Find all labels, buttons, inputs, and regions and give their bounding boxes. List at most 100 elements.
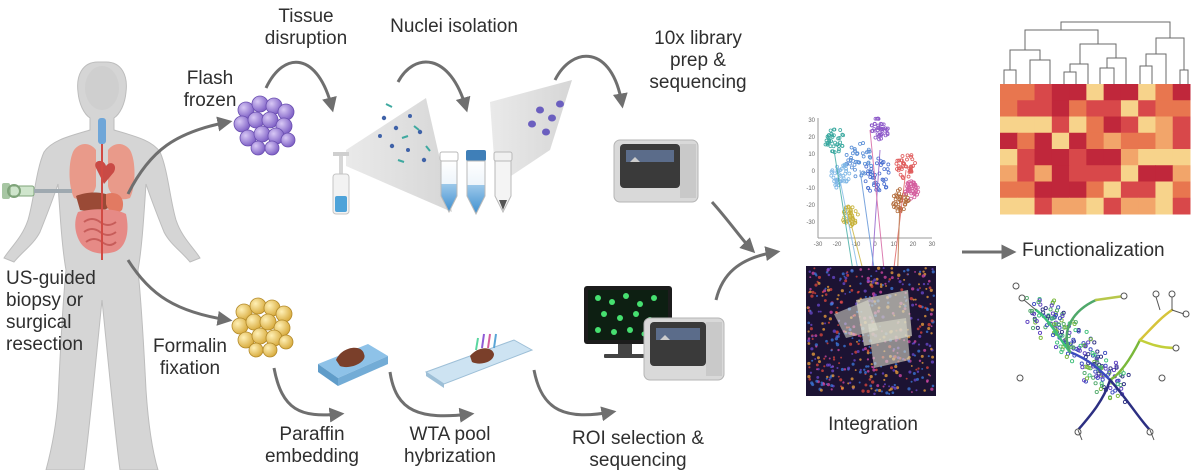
tissue-cell-dot (821, 294, 824, 297)
tissue-cell-dot (809, 371, 813, 374)
heatmap-cell (1069, 181, 1087, 199)
slide-icon (424, 333, 534, 388)
tissue-cell-dot (815, 379, 819, 383)
formalin-line-1: Formalin (153, 336, 227, 357)
trajectory-point (1095, 349, 1100, 354)
tissue-cell-dot (867, 268, 870, 271)
tissue-cell-dot (808, 366, 811, 369)
tissue-cell-dot (873, 278, 877, 282)
tissue-cell-dot (832, 275, 836, 280)
umap-point (882, 167, 887, 172)
trajectory-point (1056, 322, 1061, 327)
tissue-cell-dot (845, 272, 848, 275)
umap-point (905, 153, 910, 158)
heatmap-cell (1120, 100, 1139, 117)
tissue-cell-dot (832, 356, 836, 359)
umap-point (838, 140, 843, 145)
umap-point (880, 132, 884, 136)
tissue-cell-dot (822, 327, 826, 331)
tissue-cell-dot (882, 385, 885, 388)
tissue-cell-dot (850, 377, 854, 381)
heatmap-cell (1034, 149, 1053, 166)
umap-point (828, 128, 833, 133)
wta-pool-label: WTA pool hybrization (380, 424, 520, 468)
tissue-cell-dot (924, 306, 927, 310)
heatmap-cell (1138, 84, 1156, 101)
tissue-cell-dot (823, 314, 827, 318)
heatmap-cell (1017, 149, 1036, 166)
human-body-illustration (2, 61, 201, 470)
tissue-cell-dot (837, 294, 840, 297)
tissue-cell-dot (913, 378, 917, 382)
heatmap-cell (1051, 84, 1070, 101)
umap-point (872, 121, 877, 126)
tissue-cell-dot (913, 354, 917, 357)
trajectory-point (1035, 325, 1040, 330)
tissue-cell-dot (807, 361, 811, 366)
tissue-cell-dot (931, 384, 935, 388)
tissue-cell-dot (844, 279, 848, 283)
trajectory-point (1092, 352, 1097, 357)
trajectory-point (1086, 352, 1091, 357)
umap-point (846, 158, 851, 163)
tissue-cell-dot (825, 339, 828, 343)
heatmap-cell (1120, 132, 1139, 150)
tissue-cell-dot (849, 342, 853, 346)
paraffin-embedding-label: Paraffin embedding (252, 424, 372, 468)
tissue-cell-dot (826, 267, 830, 272)
library-prep-line-1: 10x library (654, 28, 742, 49)
tissue-cell-dot (930, 360, 935, 364)
umap-point (829, 173, 834, 178)
umap-point (850, 205, 855, 210)
tissue-cell-dot (912, 372, 916, 375)
tissue-cell-dot (920, 354, 924, 358)
trajectory-point (1071, 345, 1076, 350)
tissue-cell-dot (907, 359, 911, 363)
umap-point (910, 157, 915, 162)
tissue-cell-dot (863, 347, 867, 351)
umap-point (912, 195, 917, 200)
umap-point (834, 182, 839, 187)
y-tick-label: 0 (812, 169, 816, 175)
tissue-cell-dot (866, 351, 870, 355)
x-tick-label: -20 (833, 242, 842, 248)
heatmap-cell (1155, 116, 1174, 134)
trajectory-point (1059, 329, 1064, 334)
tissue-cell-dot (873, 392, 876, 396)
heatmap-cell (1120, 165, 1139, 182)
tissue-cell-dot (875, 388, 879, 392)
umap-point (906, 174, 911, 179)
tissue-cell-dot (831, 365, 834, 368)
tissue-cell-dot (857, 290, 860, 293)
tissue-cell-dot (815, 368, 819, 371)
tissue-cell-dot (814, 292, 817, 295)
biopsy-line-2: biopsy or (6, 290, 84, 311)
heatmap-cell (1017, 100, 1036, 117)
tissue-cell-dot (909, 297, 913, 301)
formalin-line-2: fixation (159, 358, 221, 379)
heatmap-cell (1103, 100, 1122, 117)
paraffin-block-icon (318, 344, 388, 386)
umap-point (900, 161, 905, 166)
tissue-cell-dot (851, 385, 856, 389)
heatmap-cell (1034, 197, 1053, 215)
tissue-cell-dot (883, 275, 887, 279)
tissue-cell-dot (823, 289, 827, 293)
workflow-arrows (126, 54, 1017, 423)
tissue-cell-dot (884, 282, 887, 285)
umap-point (873, 135, 878, 140)
umap-point (855, 151, 860, 156)
tissue-cell-dot (841, 272, 845, 276)
tissue-cell-dot (809, 276, 812, 279)
umap-point (853, 218, 858, 223)
heatmap-cell (1086, 116, 1105, 134)
tissue-cell-dot (916, 377, 919, 381)
x-tick-label: -30 (814, 242, 823, 248)
heatmap-cell (1034, 181, 1053, 199)
heatmap-cell (1034, 84, 1053, 101)
heatmap-cell (1051, 132, 1070, 150)
tissue-cell-dot (885, 391, 889, 395)
tissue-cell-dot (864, 371, 867, 374)
tissue-cell-dot (874, 293, 877, 297)
